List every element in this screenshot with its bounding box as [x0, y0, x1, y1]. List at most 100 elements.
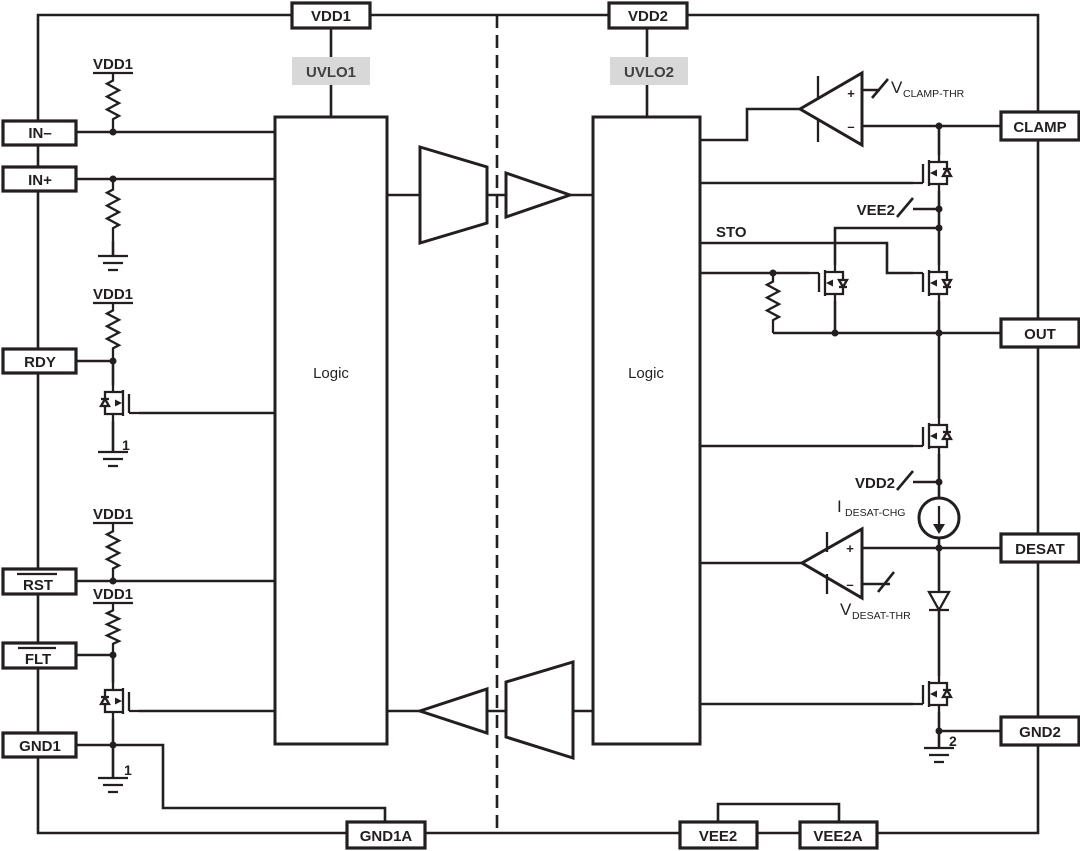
- junction-dot: [935, 478, 943, 486]
- junction-dots: [109, 122, 943, 749]
- uvlo2-block: [610, 57, 688, 85]
- reverse-channel: [415, 659, 575, 761]
- outer-border: [36, 13, 1040, 835]
- forward-transmitter-icon: [418, 144, 489, 246]
- wire-sto: [700, 241, 913, 275]
- junction-dot: [935, 205, 943, 213]
- desat-chg-subscript: DESAT-CHG: [845, 507, 905, 519]
- in-plus-pulldown-resistor-icon: [105, 179, 121, 243]
- pin-desat-label: DESAT: [1015, 541, 1065, 558]
- pin-out: OUT: [999, 317, 1080, 349]
- vee2-rail-label: VEE2: [857, 202, 895, 219]
- desat-charge-current-source-icon: [917, 496, 961, 540]
- desat-comparator-minus: –: [846, 577, 853, 592]
- desat-discharge-mosfet-icon: [911, 674, 953, 714]
- wires-output-side: [700, 78, 1001, 822]
- junction-dot: [109, 128, 117, 136]
- junction-dot: [935, 329, 943, 337]
- clamp-thr-subscript: CLAMP-THR: [903, 88, 965, 100]
- pin-rdy-label: RDY: [24, 354, 56, 371]
- forward-receiver-icon: [504, 170, 575, 220]
- pin-rst: RST: [1, 567, 78, 596]
- wire-gnd1-to-gnd1a: [113, 743, 387, 822]
- vdd2-tap-slash: [896, 470, 914, 491]
- pin-rdy: RDY: [1, 347, 78, 375]
- junction-dot: [109, 357, 117, 365]
- junction-dot: [109, 741, 117, 749]
- junction-dot: [935, 224, 943, 232]
- vdd1-rail-label-rst: VDD1: [93, 506, 133, 523]
- clamp-thr-slash: [871, 78, 889, 99]
- logic-block-primary-label: Logic: [313, 365, 349, 382]
- pin-gnd1a-label: GND1A: [360, 828, 413, 845]
- pin-gnd2: GND2: [999, 715, 1080, 747]
- pin-gnd2-label: GND2: [1019, 724, 1061, 741]
- pin-vee2a-label: VEE2A: [813, 828, 862, 845]
- pin-vdd1-label: VDD1: [311, 8, 351, 25]
- pin-gnd1: GND1: [1, 731, 78, 759]
- wire-pulldown-branch: [833, 226, 939, 265]
- junction-dot: [109, 651, 117, 659]
- clamp-comparator-plus: +: [847, 86, 855, 101]
- rdy-ground-icon: [96, 450, 130, 468]
- pin-gnd1a: GND1A: [345, 820, 427, 850]
- junction-dot: [935, 727, 943, 735]
- uvlo1-label: UVLO1: [306, 64, 356, 81]
- i-symbol-desat: I: [837, 497, 842, 516]
- forward-channel: [418, 144, 575, 246]
- desat-charge-current-label: I DESAT-CHG: [837, 497, 905, 519]
- desat-thr-slash: [876, 571, 896, 593]
- desat-threshold-label: V DESAT-THR: [840, 600, 911, 622]
- flt-pullup-resistor-icon: [105, 601, 121, 657]
- wire-vee2-vee2a-bridge: [716, 802, 841, 822]
- pin-vee2: VEE2: [678, 820, 759, 850]
- rdy-pulldown-mosfet-icon: [99, 383, 141, 423]
- pin-vdd2: VDD2: [607, 1, 689, 30]
- pullup-mosfet-icon: [911, 416, 953, 456]
- v-symbol-clamp: V: [891, 78, 903, 97]
- ground-ref-2: 2: [949, 733, 957, 749]
- in-plus-ground-icon: [96, 254, 130, 272]
- pin-in-minus: IN–: [1, 119, 78, 147]
- junction-dot: [769, 269, 777, 277]
- gnd2-ground-icon: [922, 746, 956, 764]
- rail-labels: VDD1 VDD1 VDD1 VDD1 VEE2 VDD2: [93, 56, 895, 605]
- uvlo1-block: [292, 57, 370, 85]
- desat-blocking-diode-icon: [927, 590, 951, 613]
- pin-clamp-label: CLAMP: [1013, 119, 1066, 136]
- clamp-threshold-label: V CLAMP-THR: [891, 78, 965, 100]
- gnd1-ground-icon: [96, 776, 130, 794]
- junction-dot: [109, 175, 117, 183]
- sto-gate-resistor-icon: [765, 271, 781, 335]
- desat-comparator: + –: [798, 526, 864, 601]
- pin-flt: FLT: [1, 641, 78, 670]
- v-symbol-desat: V: [840, 600, 852, 619]
- pin-vdd1: VDD1: [290, 1, 372, 30]
- clamp-comparator-minus: –: [847, 119, 854, 134]
- pin-desat: DESAT: [999, 532, 1080, 564]
- vdd1-rail-label-in: VDD1: [93, 56, 133, 73]
- uvlo2-label: UVLO2: [624, 64, 674, 81]
- pin-vdd2-label: VDD2: [628, 8, 668, 25]
- pin-in-plus-label: IN+: [28, 172, 52, 189]
- junction-dot: [831, 329, 839, 337]
- vee2-tap-slash: [896, 197, 914, 218]
- pulldown-mosfet-icon: [911, 263, 953, 303]
- clamp-comparator-triangle: [797, 70, 864, 148]
- rst-pullup-resistor-icon: [105, 521, 121, 583]
- pin-in-minus-label: IN–: [28, 125, 51, 142]
- pin-gnd1-label: GND1: [19, 738, 61, 755]
- logic-block-secondary: [591, 115, 702, 746]
- pin-in-plus: IN+: [1, 165, 78, 193]
- pin-vee2a: VEE2A: [798, 820, 879, 850]
- wires-input-side: [76, 28, 649, 822]
- pin-flt-label: FLT: [25, 651, 51, 668]
- logic-block-secondary-label: Logic: [628, 365, 664, 382]
- wires-isolation-channels: [387, 193, 593, 713]
- reverse-transmitter-icon: [504, 659, 575, 761]
- in-minus-pullup-resistor-icon: [105, 70, 121, 134]
- junction-dot: [935, 544, 943, 552]
- desat-comparator-plus: +: [846, 541, 854, 556]
